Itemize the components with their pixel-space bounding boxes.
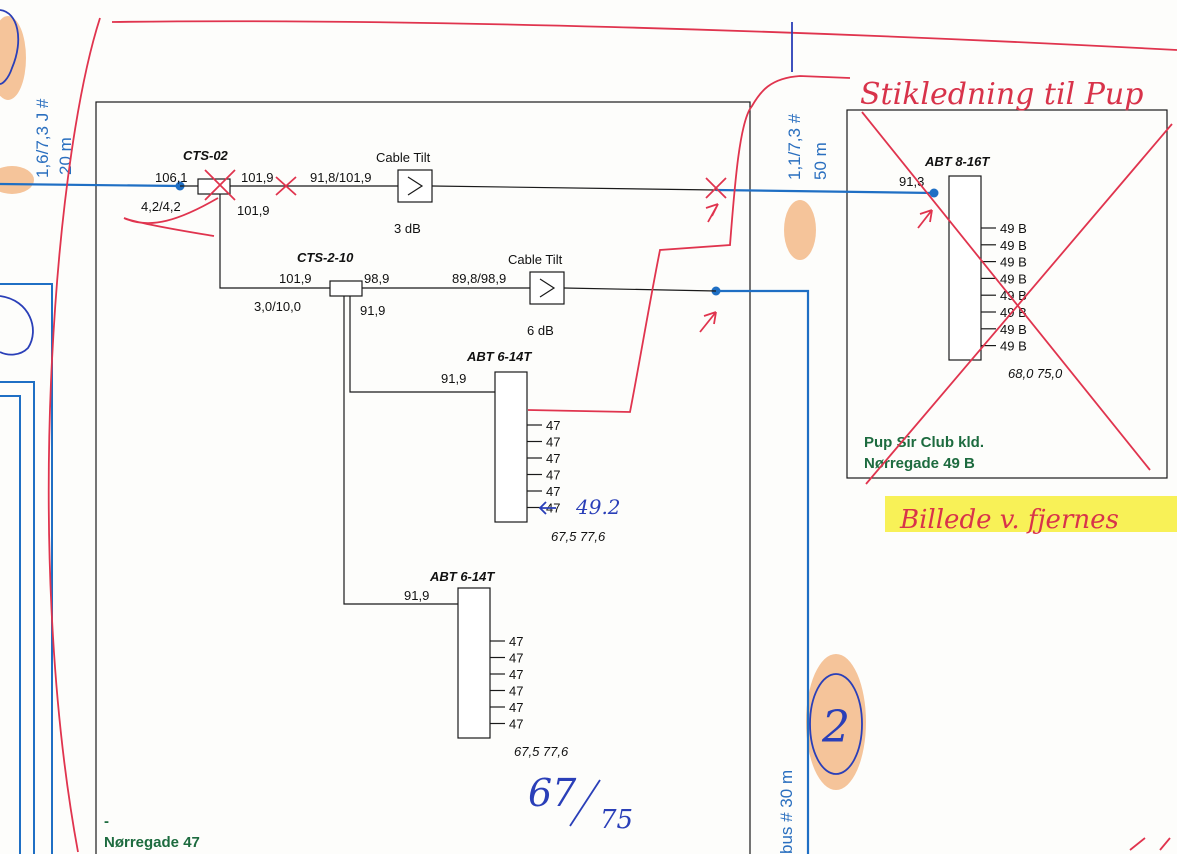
abt3-output-label: 49 B	[1000, 271, 1027, 286]
abt3-output-label: 49 B	[1000, 322, 1027, 337]
cts210-attenuation: 3,0/10,0	[254, 299, 301, 314]
abt3-output-label: 49 B	[1000, 221, 1027, 236]
abt1-box	[494, 371, 528, 523]
cts02-out-right: 101,9	[241, 170, 274, 185]
tilt2-level: 89,8/98,9	[452, 271, 506, 286]
yellow-highlight	[885, 496, 1177, 532]
abt3-output-label: 49 B	[1000, 238, 1027, 253]
cts210-name: CTS-2-10	[297, 250, 354, 265]
abt1-output-label: 47	[546, 468, 560, 483]
cts210-out-right: 98,9	[364, 271, 389, 286]
right-cable-label: 1,1/7,3 #	[785, 113, 804, 180]
abt2-name: ABT 6-14T	[429, 569, 495, 584]
cts02-out-down: 101,9	[237, 203, 270, 218]
pup-building-box	[846, 109, 1168, 479]
tilt1-label: Cable Tilt	[376, 150, 431, 165]
abt2-output-label: 47	[509, 634, 523, 649]
billede-note: Billede v. fjernes	[899, 505, 1119, 535]
stikledning-note: Stikledning til Pup	[860, 77, 1143, 112]
cable-tilt-box-1	[397, 169, 433, 203]
abt2-output-label: 47	[509, 717, 523, 732]
bus-cable-label: bus # 30 m	[777, 770, 796, 854]
ratio-bottom: 75	[600, 805, 633, 835]
red-pen-marks	[47, 17, 1177, 853]
left-cable-label: 1,6/7,3 J #	[33, 98, 52, 178]
tilt2-value: 6 dB	[527, 323, 554, 338]
abt2-summary: 67,5 77,6	[514, 744, 569, 759]
ratio-top: 67	[528, 771, 577, 815]
cts02-in-level: 106,1	[155, 170, 188, 185]
abt1-output-label: 47	[546, 435, 560, 450]
abt1-name: ABT 6-14T	[466, 349, 532, 364]
pup-box-line2: Nørregade 49 B	[864, 455, 975, 472]
measured-value: 49.2	[575, 495, 621, 519]
abt2-box	[457, 587, 491, 739]
abt1-level: 91,9	[441, 371, 466, 386]
abt3-level: 91,3	[899, 174, 924, 189]
cts210-out-down: 91,9	[360, 303, 385, 318]
cts210-in-level: 101,9	[279, 271, 312, 286]
abt2-output-label: 47	[509, 684, 523, 699]
ratio-slash	[569, 779, 601, 827]
abt3-output-label: 49 B	[1000, 255, 1027, 270]
abt2-output-label: 47	[509, 700, 523, 715]
abt1-output-label: 47	[546, 418, 560, 433]
tilt1-value: 3 dB	[394, 221, 421, 236]
coax-lines	[0, 182, 935, 854]
cable-tilt-box-2	[529, 271, 565, 305]
circle-number: 2	[821, 702, 850, 753]
abt3-summary: 68,0 75,0	[1008, 366, 1063, 381]
right-cable-length: 50 m	[811, 142, 830, 180]
cts210-splitter	[329, 280, 363, 297]
cts02-name: CTS-02	[183, 148, 229, 163]
schematic-lines	[180, 185, 717, 605]
pup-box-line1: Pup Sir Club kld.	[864, 434, 984, 451]
abt3-name: ABT 8-16T	[924, 154, 990, 169]
left-blue-outlines	[0, 283, 53, 854]
tilt2-label: Cable Tilt	[508, 252, 563, 267]
abt1-output-label: 47	[546, 451, 560, 466]
tilt1-level: 91,8/101,9	[310, 170, 371, 185]
main-box-dash: -	[104, 813, 109, 830]
blue-pen-marks	[0, 9, 863, 775]
abt2-level: 91,9	[404, 588, 429, 603]
abt2-output-label: 47	[509, 651, 523, 666]
abt1-output-label: 47	[546, 484, 560, 499]
abt3-box	[948, 175, 982, 361]
abt2-output-label: 47	[509, 667, 523, 682]
abt1-summary: 67,5 77,6	[551, 529, 606, 544]
orange-highlights	[0, 16, 866, 790]
abt3-output-label: 49 B	[1000, 339, 1027, 354]
main-box-address: Nørregade 47	[104, 834, 200, 851]
main-building-box	[95, 101, 751, 854]
cts02-attenuation: 4,2/4,2	[141, 199, 181, 214]
